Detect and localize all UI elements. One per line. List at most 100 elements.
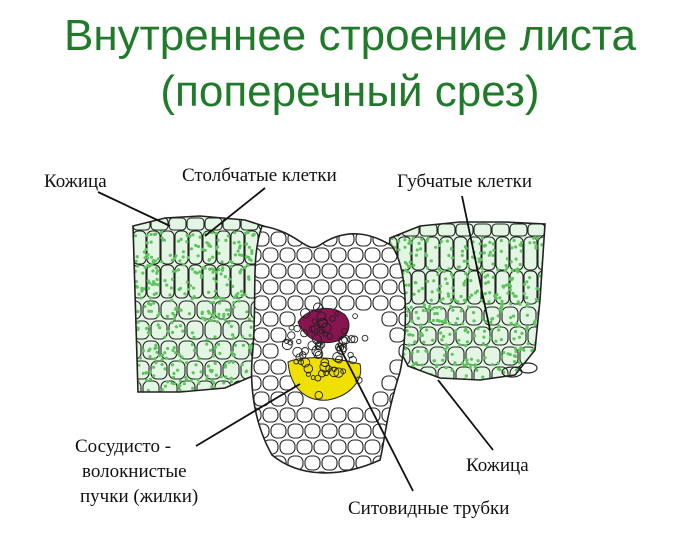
cell [186,360,204,380]
cell [188,230,203,265]
cell [455,223,474,237]
cell [262,279,279,295]
cell [296,439,313,455]
cell [294,217,300,231]
cell [133,320,150,340]
cell [296,407,313,423]
cell [253,359,270,375]
cell [338,455,355,471]
cell [398,311,406,327]
cell [304,263,321,279]
cell [338,263,355,279]
cell [491,223,510,237]
cell [338,295,355,311]
cell [133,230,147,265]
label-spongy-cells: Губчатые клетки [397,171,533,192]
pointer-bundle [195,383,301,447]
cell [251,439,262,455]
cell [196,340,214,360]
cell [270,295,287,311]
cell [347,279,364,295]
cell [330,439,347,455]
cell [262,343,279,359]
cell [313,471,330,473]
cell [296,471,313,473]
pointer-spongy [461,195,491,331]
label-epidermis-bottom: Кожица [466,455,529,476]
cell [160,230,175,265]
cell [270,423,287,439]
cell [304,423,321,439]
cell [150,360,168,380]
cell [473,366,491,380]
cell [304,295,321,311]
label-palisade-cells: Столбчатые клетки [182,165,337,186]
cell [473,223,492,237]
lower-epidermis-detail [501,362,538,378]
cell [355,423,372,439]
cell [398,439,406,455]
cell [279,439,296,455]
phloem [297,307,350,344]
cell [279,311,296,327]
cell [230,264,245,299]
cell [372,391,389,407]
cell [364,439,381,455]
cell [398,407,406,423]
cell [232,300,250,320]
pointer-sieve-tubes [337,343,414,492]
cell [509,223,528,237]
cell [321,423,338,439]
cell [355,295,372,311]
cell [168,360,186,380]
cell [296,279,313,295]
cell [398,343,406,359]
cell [188,264,203,299]
cell [364,247,381,263]
midrib-fill [251,226,406,473]
label-epidermis-top: Кожица [44,171,107,192]
cell [520,387,536,405]
cell [279,407,296,423]
cell [364,471,381,473]
cell [287,295,304,311]
cell [347,471,364,473]
cell [330,247,347,263]
cell [372,295,389,311]
cell [398,279,406,295]
cell [481,236,496,271]
cell [330,407,347,423]
cell [251,375,262,391]
cell [347,439,364,455]
midrib [250,225,422,474]
cell [425,270,440,305]
cell [523,236,538,271]
cell [186,217,205,231]
cell [304,455,321,471]
cell [502,387,518,405]
cell [537,346,545,366]
cell [313,247,330,263]
cell [381,471,398,473]
cell [262,247,279,263]
cell [270,327,287,343]
cell [546,367,562,385]
cell [394,387,410,405]
cell [270,263,287,279]
cell [407,392,422,406]
cell [160,264,175,299]
cell [338,423,355,439]
cell [455,366,473,380]
pointer-lines [97,187,494,492]
cell [222,320,240,340]
cell [453,236,468,271]
cell [546,224,563,236]
cell [364,279,381,295]
cell [455,326,473,346]
cell [262,407,279,423]
cell [407,456,422,470]
cell [412,387,428,405]
cell [186,320,204,340]
cell [270,231,287,247]
